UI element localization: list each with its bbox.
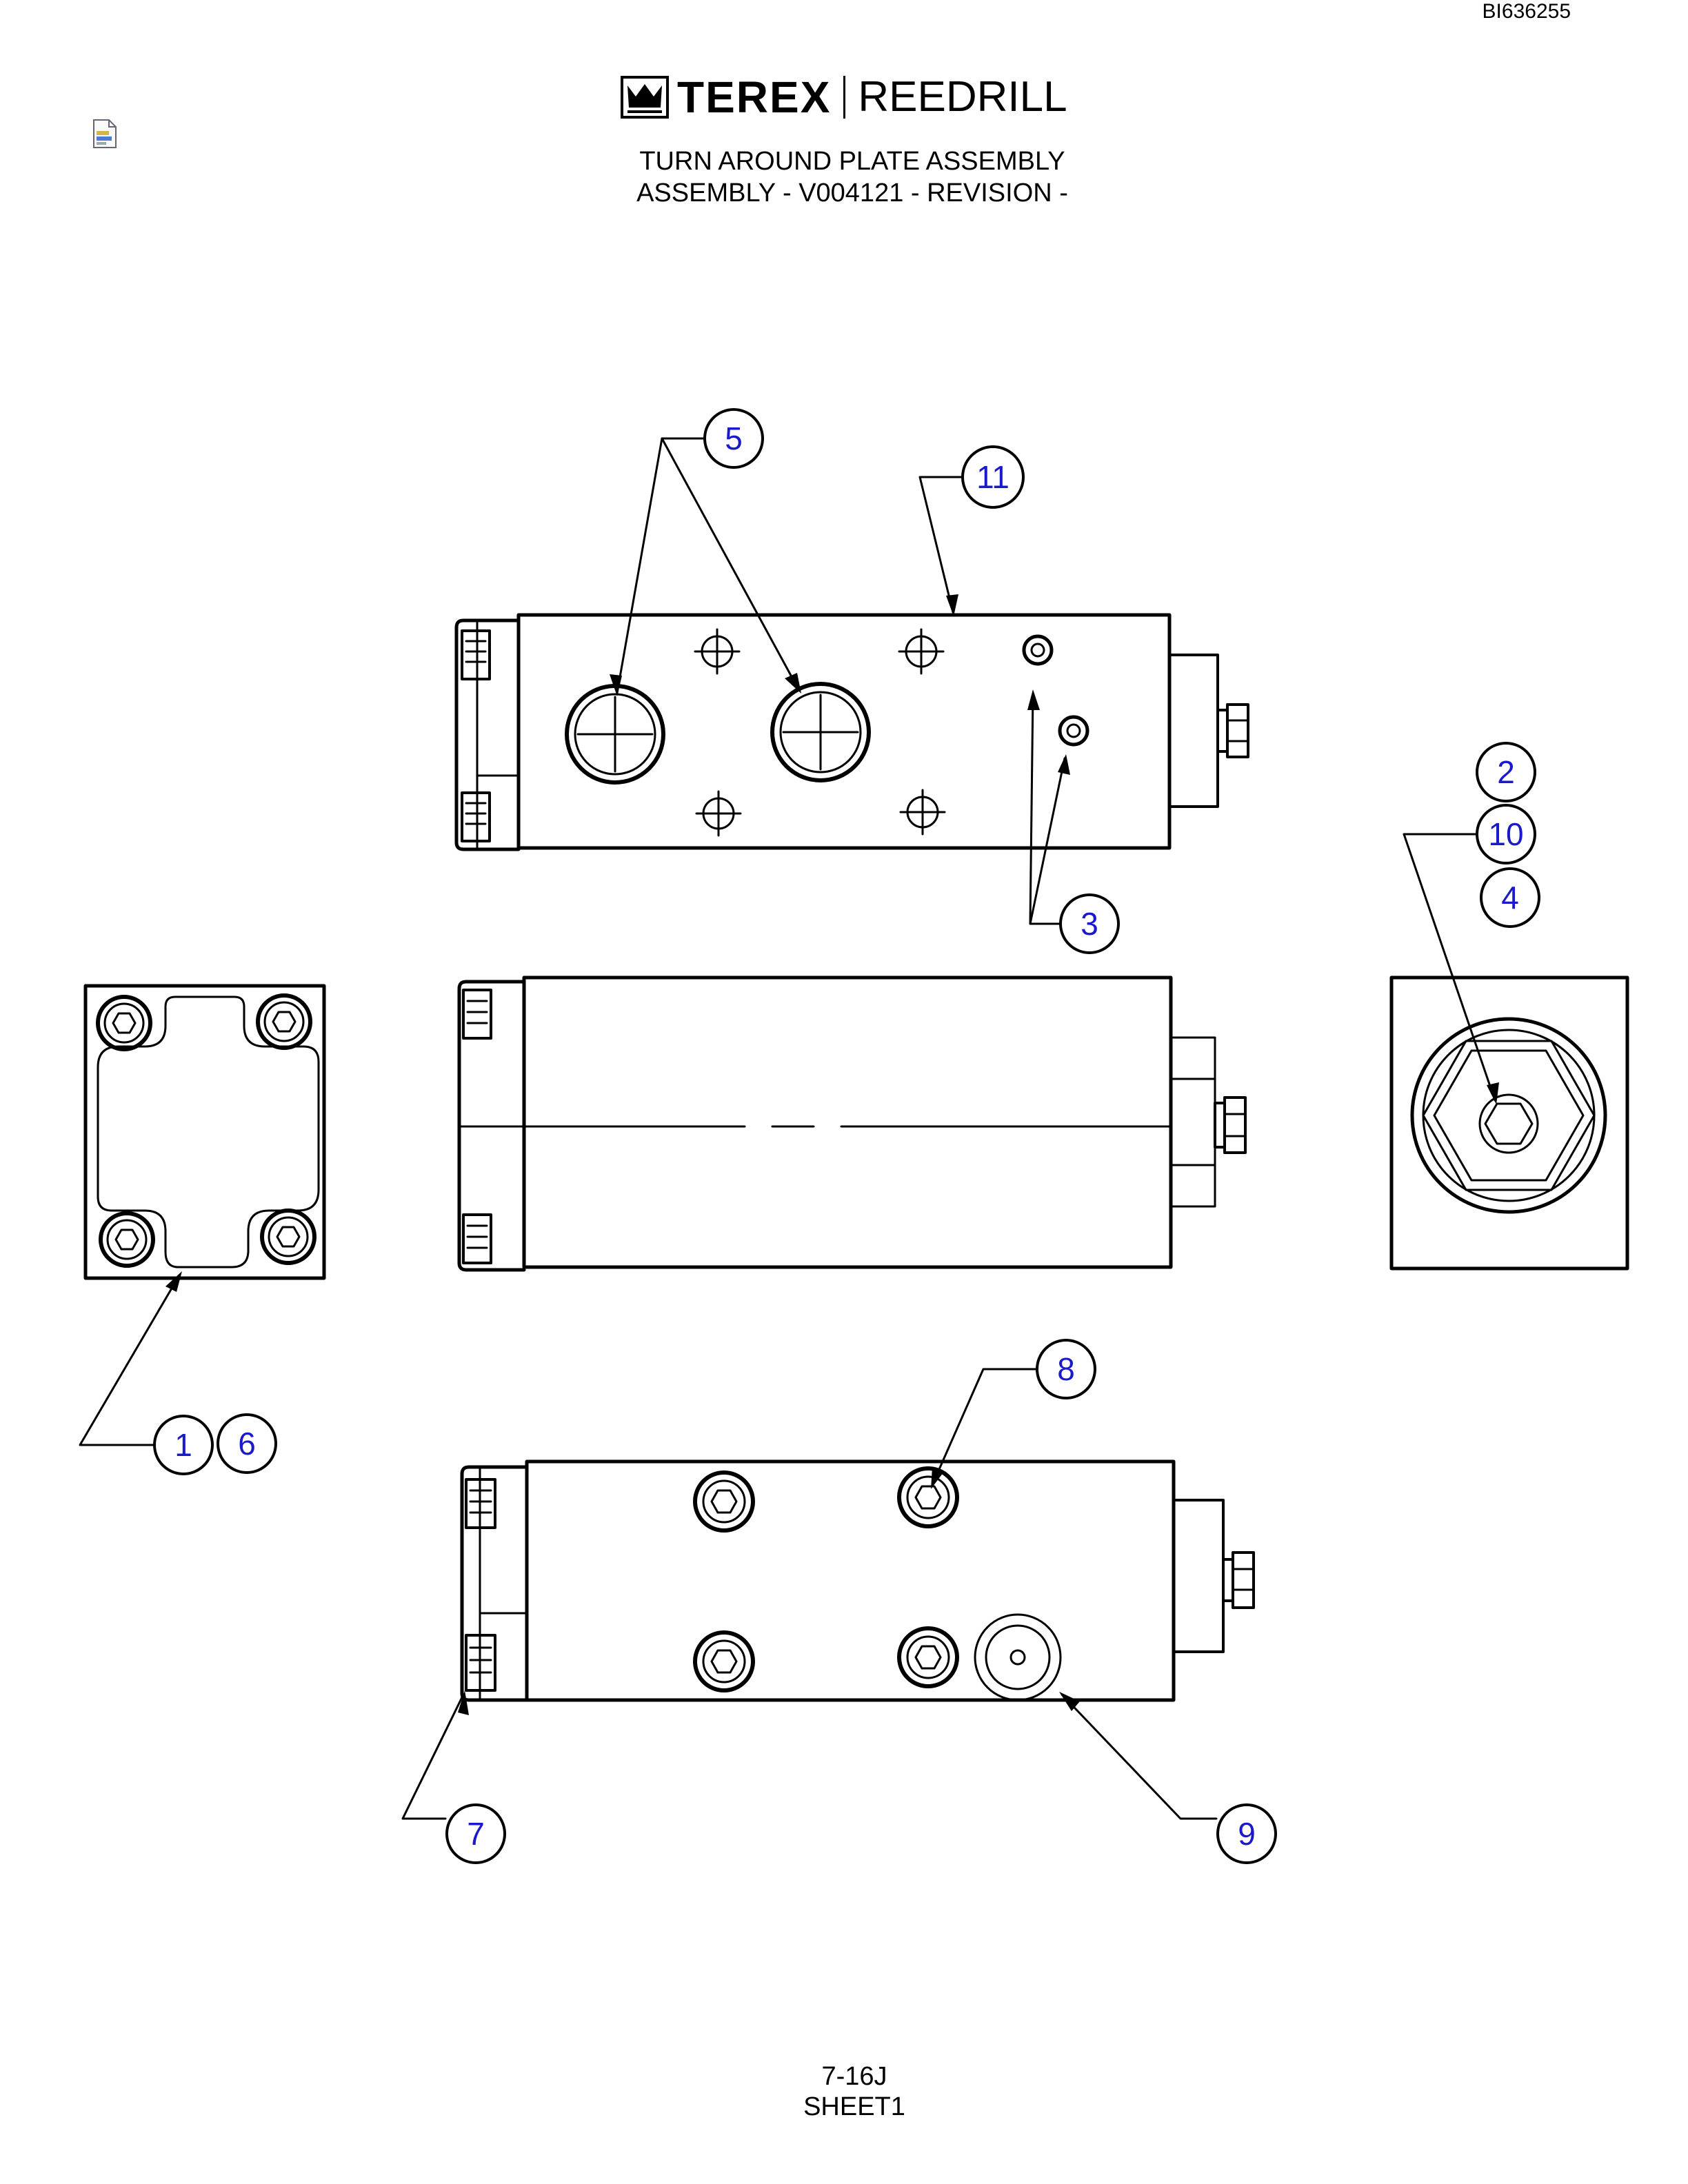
balloon-8: 8	[1036, 1339, 1096, 1399]
document-id: BI636255	[1482, 0, 1571, 23]
brand-separator	[843, 76, 846, 119]
document-icon[interactable]	[91, 119, 119, 149]
balloon-5: 5	[703, 408, 764, 469]
balloon-3: 3	[1059, 893, 1120, 954]
brand-logo: TEREX REEDRILL	[621, 73, 1067, 121]
leader-lines	[79, 437, 1496, 1820]
terex-crown-icon	[621, 76, 669, 119]
svg-text:8: 8	[1057, 1351, 1075, 1387]
svg-text:5: 5	[725, 421, 743, 456]
svg-text:9: 9	[1238, 1816, 1256, 1852]
balloon-4: 4	[1480, 867, 1540, 928]
svg-text:10: 10	[1488, 816, 1523, 852]
svg-text:11: 11	[976, 459, 1009, 495]
top-view	[454, 613, 1249, 851]
item-balloons: 5 11 2 10 4 3 1 6	[153, 408, 1540, 1864]
brand-name-right: REEDRILL	[858, 73, 1067, 121]
svg-text:1: 1	[174, 1427, 192, 1463]
bottom-view	[460, 1459, 1255, 1702]
balloon-1: 1	[153, 1415, 214, 1475]
balloon-2: 2	[1476, 742, 1536, 802]
svg-text:7: 7	[467, 1816, 485, 1852]
balloon-7: 7	[445, 1803, 506, 1864]
svg-text:6: 6	[238, 1426, 256, 1462]
right-end-view	[1389, 975, 1629, 1271]
balloon-6: 6	[217, 1413, 277, 1474]
page-number: 7-16J	[821, 2062, 887, 2091]
svg-text:2: 2	[1497, 754, 1515, 790]
balloon-10: 10	[1476, 804, 1536, 865]
svg-text:3: 3	[1081, 906, 1098, 942]
drawing-title: TURN AROUND PLATE ASSEMBLY	[639, 147, 1065, 176]
balloon-9: 9	[1216, 1803, 1277, 1864]
sheet-number: SHEET1	[803, 2092, 905, 2121]
leader-arrowheads	[165, 594, 1499, 1715]
front-view	[457, 975, 1247, 1272]
svg-text:4: 4	[1501, 880, 1519, 916]
drawing-subtitle: ASSEMBLY - V004121 - REVISION -	[636, 179, 1068, 208]
brand-name-left: TEREX	[677, 72, 832, 122]
left-end-view	[83, 984, 326, 1280]
balloon-11: 11	[961, 445, 1025, 509]
